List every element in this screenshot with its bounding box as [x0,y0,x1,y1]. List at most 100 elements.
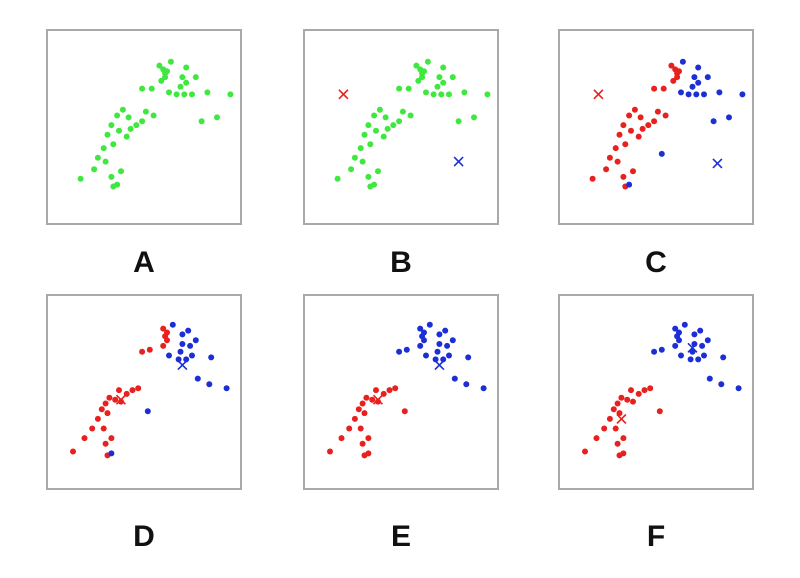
data-point-red [365,435,372,442]
data-point-red [635,390,642,397]
data-point-blue [426,321,433,328]
data-point-green [198,118,205,125]
data-point-blue [704,337,711,344]
data-point-blue [423,352,429,359]
data-point-green [423,89,429,96]
data-point-blue [179,341,186,347]
data-point-red [639,125,646,132]
data-point-red [70,448,76,455]
panel-label-a: A [133,246,155,279]
data-point-red [139,348,146,355]
data-point-green [371,112,378,119]
data-point-blue [169,321,176,328]
centroid-blue-marker [177,360,188,371]
centroid-red-marker [616,413,627,424]
data-point-green [110,141,117,148]
data-point-green [434,83,441,90]
data-point-green [142,108,149,115]
data-point-blue [421,329,427,336]
centroid-blue-marker [687,342,698,353]
data-point-green [104,131,111,138]
data-point-green [133,122,140,129]
data-point-green [440,79,447,86]
data-point-green [399,108,406,115]
data-point-blue [206,381,213,388]
data-point-red [614,400,621,407]
data-point-red [645,122,652,129]
data-point-blue [108,450,115,457]
data-point-blue [440,356,447,363]
data-point-green [455,118,462,125]
data-point-red [631,106,638,113]
data-point-blue [192,337,199,344]
panel-a [46,29,242,225]
data-point-blue [658,346,665,353]
data-point-green [183,64,190,71]
data-point-blue [685,91,692,98]
data-point-blue [179,331,186,338]
data-point-blue [678,352,684,359]
data-point-green [108,122,115,129]
data-point-green [139,118,146,125]
data-point-green [173,91,180,98]
data-point-green [373,127,379,134]
data-point-blue [432,356,439,363]
data-point-green [430,91,437,98]
data-point-blue [735,385,742,392]
data-point-blue [444,342,451,349]
data-point-blue [208,354,215,361]
data-point-red [641,387,648,394]
data-point-green [160,66,167,73]
data-point-blue [697,327,704,334]
data-point-blue [691,74,698,81]
data-point-green [382,114,389,121]
data-point-blue [480,385,487,392]
data-point-red [351,415,358,422]
data-point-red [654,108,661,115]
data-point-red [365,450,372,457]
data-point-green [484,91,491,98]
data-point-red [373,387,379,394]
data-point-green [114,181,121,188]
panel-b [303,29,499,225]
data-point-red [601,425,608,432]
data-point-red [626,112,633,119]
data-point-red [164,329,170,336]
data-point-blue [695,356,702,363]
data-point-blue [436,331,443,338]
data-point-green [181,91,188,98]
data-point-red [129,387,136,394]
data-point-red [359,400,366,407]
data-point-red [593,435,600,442]
data-point-blue [434,348,441,355]
data-point-red [102,440,109,447]
data-point-green [415,77,422,84]
data-point-green [204,89,211,96]
data-point-blue [436,341,443,347]
data-point-green [94,154,101,161]
panel-label-e: E [390,520,411,553]
data-point-blue [672,342,679,349]
data-point-green [376,106,383,113]
data-point-green [424,58,431,65]
data-point-red [672,66,679,73]
data-point-blue [442,327,449,334]
data-point-red [102,400,109,407]
data-point-red [100,425,107,432]
panel-label-d: D [133,520,155,553]
data-point-red [622,141,629,148]
scatter-plot-d [70,321,230,459]
data-point-blue [626,181,633,188]
data-point-blue [704,74,711,81]
data-point-red [618,394,625,401]
data-point-red [670,77,677,84]
panel-label-f: F [646,520,666,553]
scatter-plot-a [77,58,234,190]
data-point-blue [175,356,182,363]
panel-e [303,294,499,490]
data-point-red [386,387,393,394]
data-point-green [127,125,134,132]
data-point-red [620,173,627,180]
data-point-green [334,175,341,182]
data-point-blue [695,64,702,71]
